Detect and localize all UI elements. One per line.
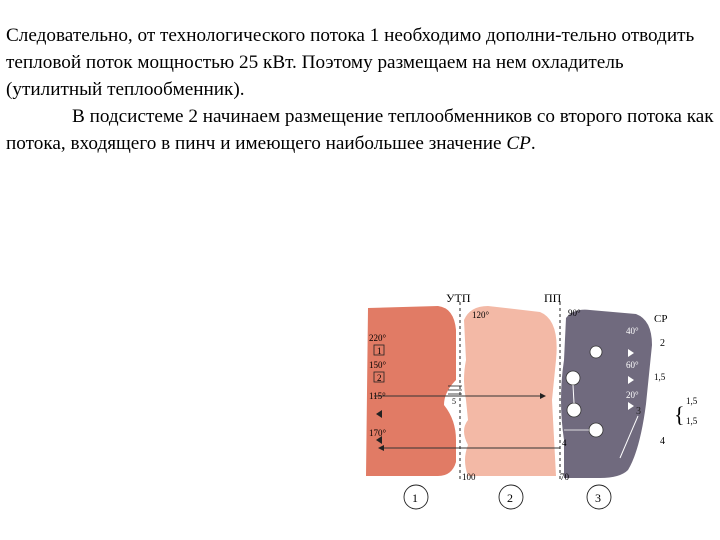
- right-arrow-2: [628, 376, 634, 384]
- right-arrow-1: [628, 349, 634, 357]
- paragraph-2: В подсистеме 2 начинаем размещение тепло…: [6, 103, 714, 157]
- stream-3-label: 3: [636, 406, 641, 417]
- paragraph-2-end: .: [530, 133, 536, 154]
- cp-value-1-5-b: 1,5: [686, 396, 698, 406]
- bottom-70: 70: [560, 472, 570, 482]
- diagonal-line: [619, 415, 639, 459]
- node-1: [565, 370, 581, 386]
- subsystem-2-region: [464, 306, 557, 476]
- label-utp: УТП: [446, 291, 471, 305]
- temp-150: 150°: [369, 360, 387, 370]
- stream-2-label: 2: [377, 373, 382, 383]
- cp-brace: {: [674, 402, 685, 427]
- temp-170: 170°: [369, 428, 387, 438]
- stream-1-box: [373, 344, 385, 356]
- subsystem-3-marker: [586, 484, 612, 510]
- bottom-100: 100: [462, 472, 476, 482]
- node-2: [589, 345, 603, 359]
- paragraph-2-text: В подсистеме 2 начинаем размещение тепло…: [6, 106, 714, 154]
- temp-90: 90°: [568, 308, 581, 318]
- subsystem-1-region: [366, 306, 456, 476]
- label-pp: ПП: [544, 291, 562, 305]
- subsystem-1-marker: [403, 484, 429, 510]
- subsystem-1-label: 1: [412, 491, 418, 505]
- subsystem-2-marker: [498, 484, 524, 510]
- cp-value-2: 2: [660, 338, 665, 349]
- cp-value-4: 4: [660, 436, 665, 447]
- cp-term: CP: [506, 133, 531, 154]
- main-text: Следовательно, от технологического поток…: [6, 22, 714, 157]
- temp-40: 40°: [626, 326, 639, 336]
- stream-1-label: 1: [377, 346, 382, 356]
- label-cp: CP: [654, 313, 667, 325]
- cp-value-1-5-a: 1,5: [654, 372, 666, 382]
- stream-1-arrowhead: [540, 393, 546, 399]
- left-arrow-2: [376, 436, 382, 444]
- node-b: [588, 422, 604, 438]
- node-a: [566, 402, 582, 418]
- subsystem-2-label: 2: [507, 491, 513, 505]
- temp-60: 60°: [626, 360, 639, 370]
- subsystem-3-label: 3: [595, 491, 601, 505]
- stream-hot-arrowhead: [378, 445, 384, 451]
- connector-1: [572, 384, 575, 404]
- stream-2-box: [373, 371, 385, 383]
- left-arrow-1: [376, 410, 382, 418]
- cp-value-1-5-c: 1,5: [686, 416, 698, 426]
- stream-5-label: 5: [452, 397, 456, 406]
- paragraph-1: Следовательно, от технологического поток…: [6, 25, 695, 100]
- stream-4-label: 4: [562, 438, 567, 448]
- right-arrow-3: [628, 402, 634, 410]
- temp-20: 20°: [626, 390, 639, 400]
- temp-220: 220°: [369, 333, 387, 343]
- temp-120: 120°: [472, 310, 490, 320]
